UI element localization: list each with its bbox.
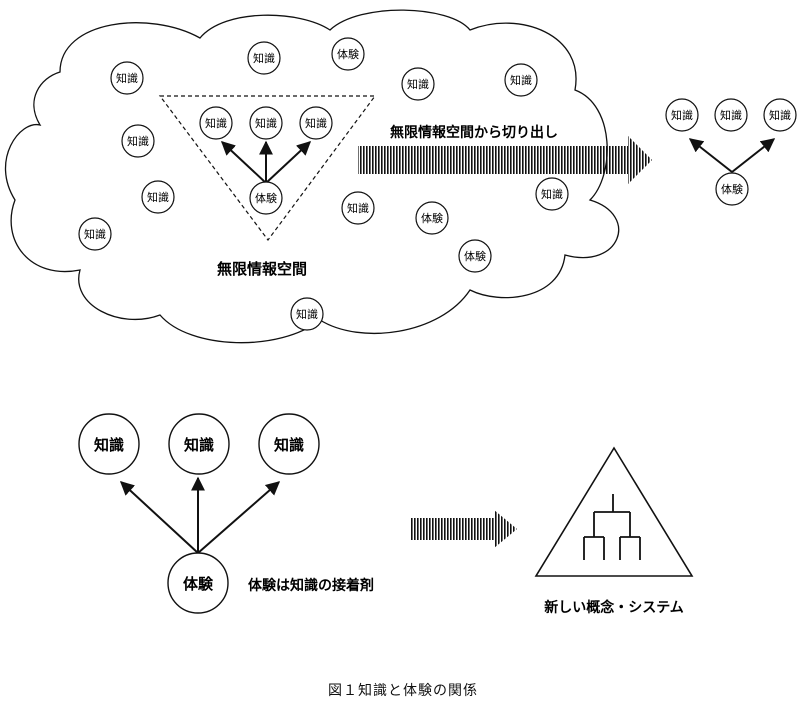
cloud-label: 無限情報空間 [217, 260, 307, 278]
extracted-experience-node: 体験 [715, 172, 749, 206]
bottom-arrow [197, 481, 281, 554]
extracted-arrow [688, 138, 733, 173]
cloud-bubble: 知識 [290, 297, 324, 331]
figure-caption: 図１知識と体験の関係 [328, 683, 478, 699]
bottom-arrow [119, 481, 199, 554]
svg-text:体験: 体験 [337, 47, 359, 61]
svg-text:体験: 体験 [464, 249, 486, 263]
cloud-bubble: 知識 [121, 124, 155, 158]
cutout-experience-node: 体験 [249, 181, 283, 215]
bottom-knowledge-node: 知識 [168, 413, 230, 475]
cloud-bubble: 知識 [78, 217, 112, 251]
extraction-arrow [358, 136, 652, 184]
hierarchy-icon [583, 494, 641, 560]
svg-text:知識: 知識 [671, 108, 693, 122]
system-arrow [410, 510, 517, 548]
svg-text:知識: 知識 [305, 116, 327, 130]
svg-text:知識: 知識 [296, 307, 318, 321]
cloud-bubble: 知識 [247, 41, 281, 75]
svg-text:知識: 知識 [541, 187, 563, 201]
system-label: 新しい概念・システム [544, 599, 684, 616]
cloud-bubble: 知識 [110, 61, 144, 95]
svg-text:知識: 知識 [94, 436, 124, 454]
cutout-triangle [158, 95, 377, 242]
cutout-arrow [220, 141, 267, 184]
svg-text:体験: 体験 [183, 575, 214, 593]
svg-text:知識: 知識 [84, 227, 106, 241]
glue-note: 体験は知識の接着剤 [248, 577, 374, 594]
cloud-bubble: 知識 [341, 191, 375, 225]
cloud-bubble: 知識 [401, 67, 435, 101]
cutout-knowledge-node: 知識 [299, 106, 333, 140]
svg-text:知識: 知識 [127, 134, 149, 148]
cloud-bubble: 体験 [331, 37, 365, 71]
svg-text:知識: 知識 [347, 201, 369, 215]
svg-text:知識: 知識 [769, 108, 791, 122]
svg-text:知識: 知識 [510, 73, 532, 87]
extracted-knowledge-node: 知識 [763, 98, 797, 132]
extraction-arrow-label: 無限情報空間から切り出し [390, 124, 558, 141]
cloud-bubble: 知識 [504, 63, 538, 97]
bottom-knowledge-node: 知識 [258, 413, 320, 475]
svg-text:体験: 体験 [255, 191, 277, 205]
cloud-bubble: 知識 [535, 177, 569, 211]
svg-text:体験: 体験 [421, 211, 443, 225]
extracted-knowledge-node: 知識 [665, 98, 699, 132]
svg-text:知識: 知識 [184, 436, 214, 454]
svg-text:知識: 知識 [407, 77, 429, 91]
extracted-arrow [731, 138, 776, 173]
bottom-experience-node: 体験 [167, 552, 229, 614]
cutout-knowledge-node: 知識 [249, 106, 283, 140]
bottom-knowledge-node: 知識 [78, 413, 140, 475]
svg-text:知識: 知識 [253, 51, 275, 65]
svg-text:知識: 知識 [147, 190, 169, 204]
svg-text:知識: 知識 [116, 71, 138, 85]
svg-text:体験: 体験 [721, 182, 743, 196]
cloud-bubble: 体験 [415, 201, 449, 235]
extracted-knowledge-node: 知識 [714, 98, 748, 132]
svg-text:知識: 知識 [274, 436, 304, 454]
svg-text:知識: 知識 [720, 108, 742, 122]
svg-text:知識: 知識 [255, 116, 277, 130]
cutout-knowledge-node: 知識 [199, 106, 233, 140]
cloud-bubble: 体験 [458, 239, 492, 273]
cloud-bubble: 知識 [141, 180, 175, 214]
cutout-arrow [265, 141, 312, 184]
cloud-shape [4, 9, 620, 344]
svg-text:知識: 知識 [205, 116, 227, 130]
